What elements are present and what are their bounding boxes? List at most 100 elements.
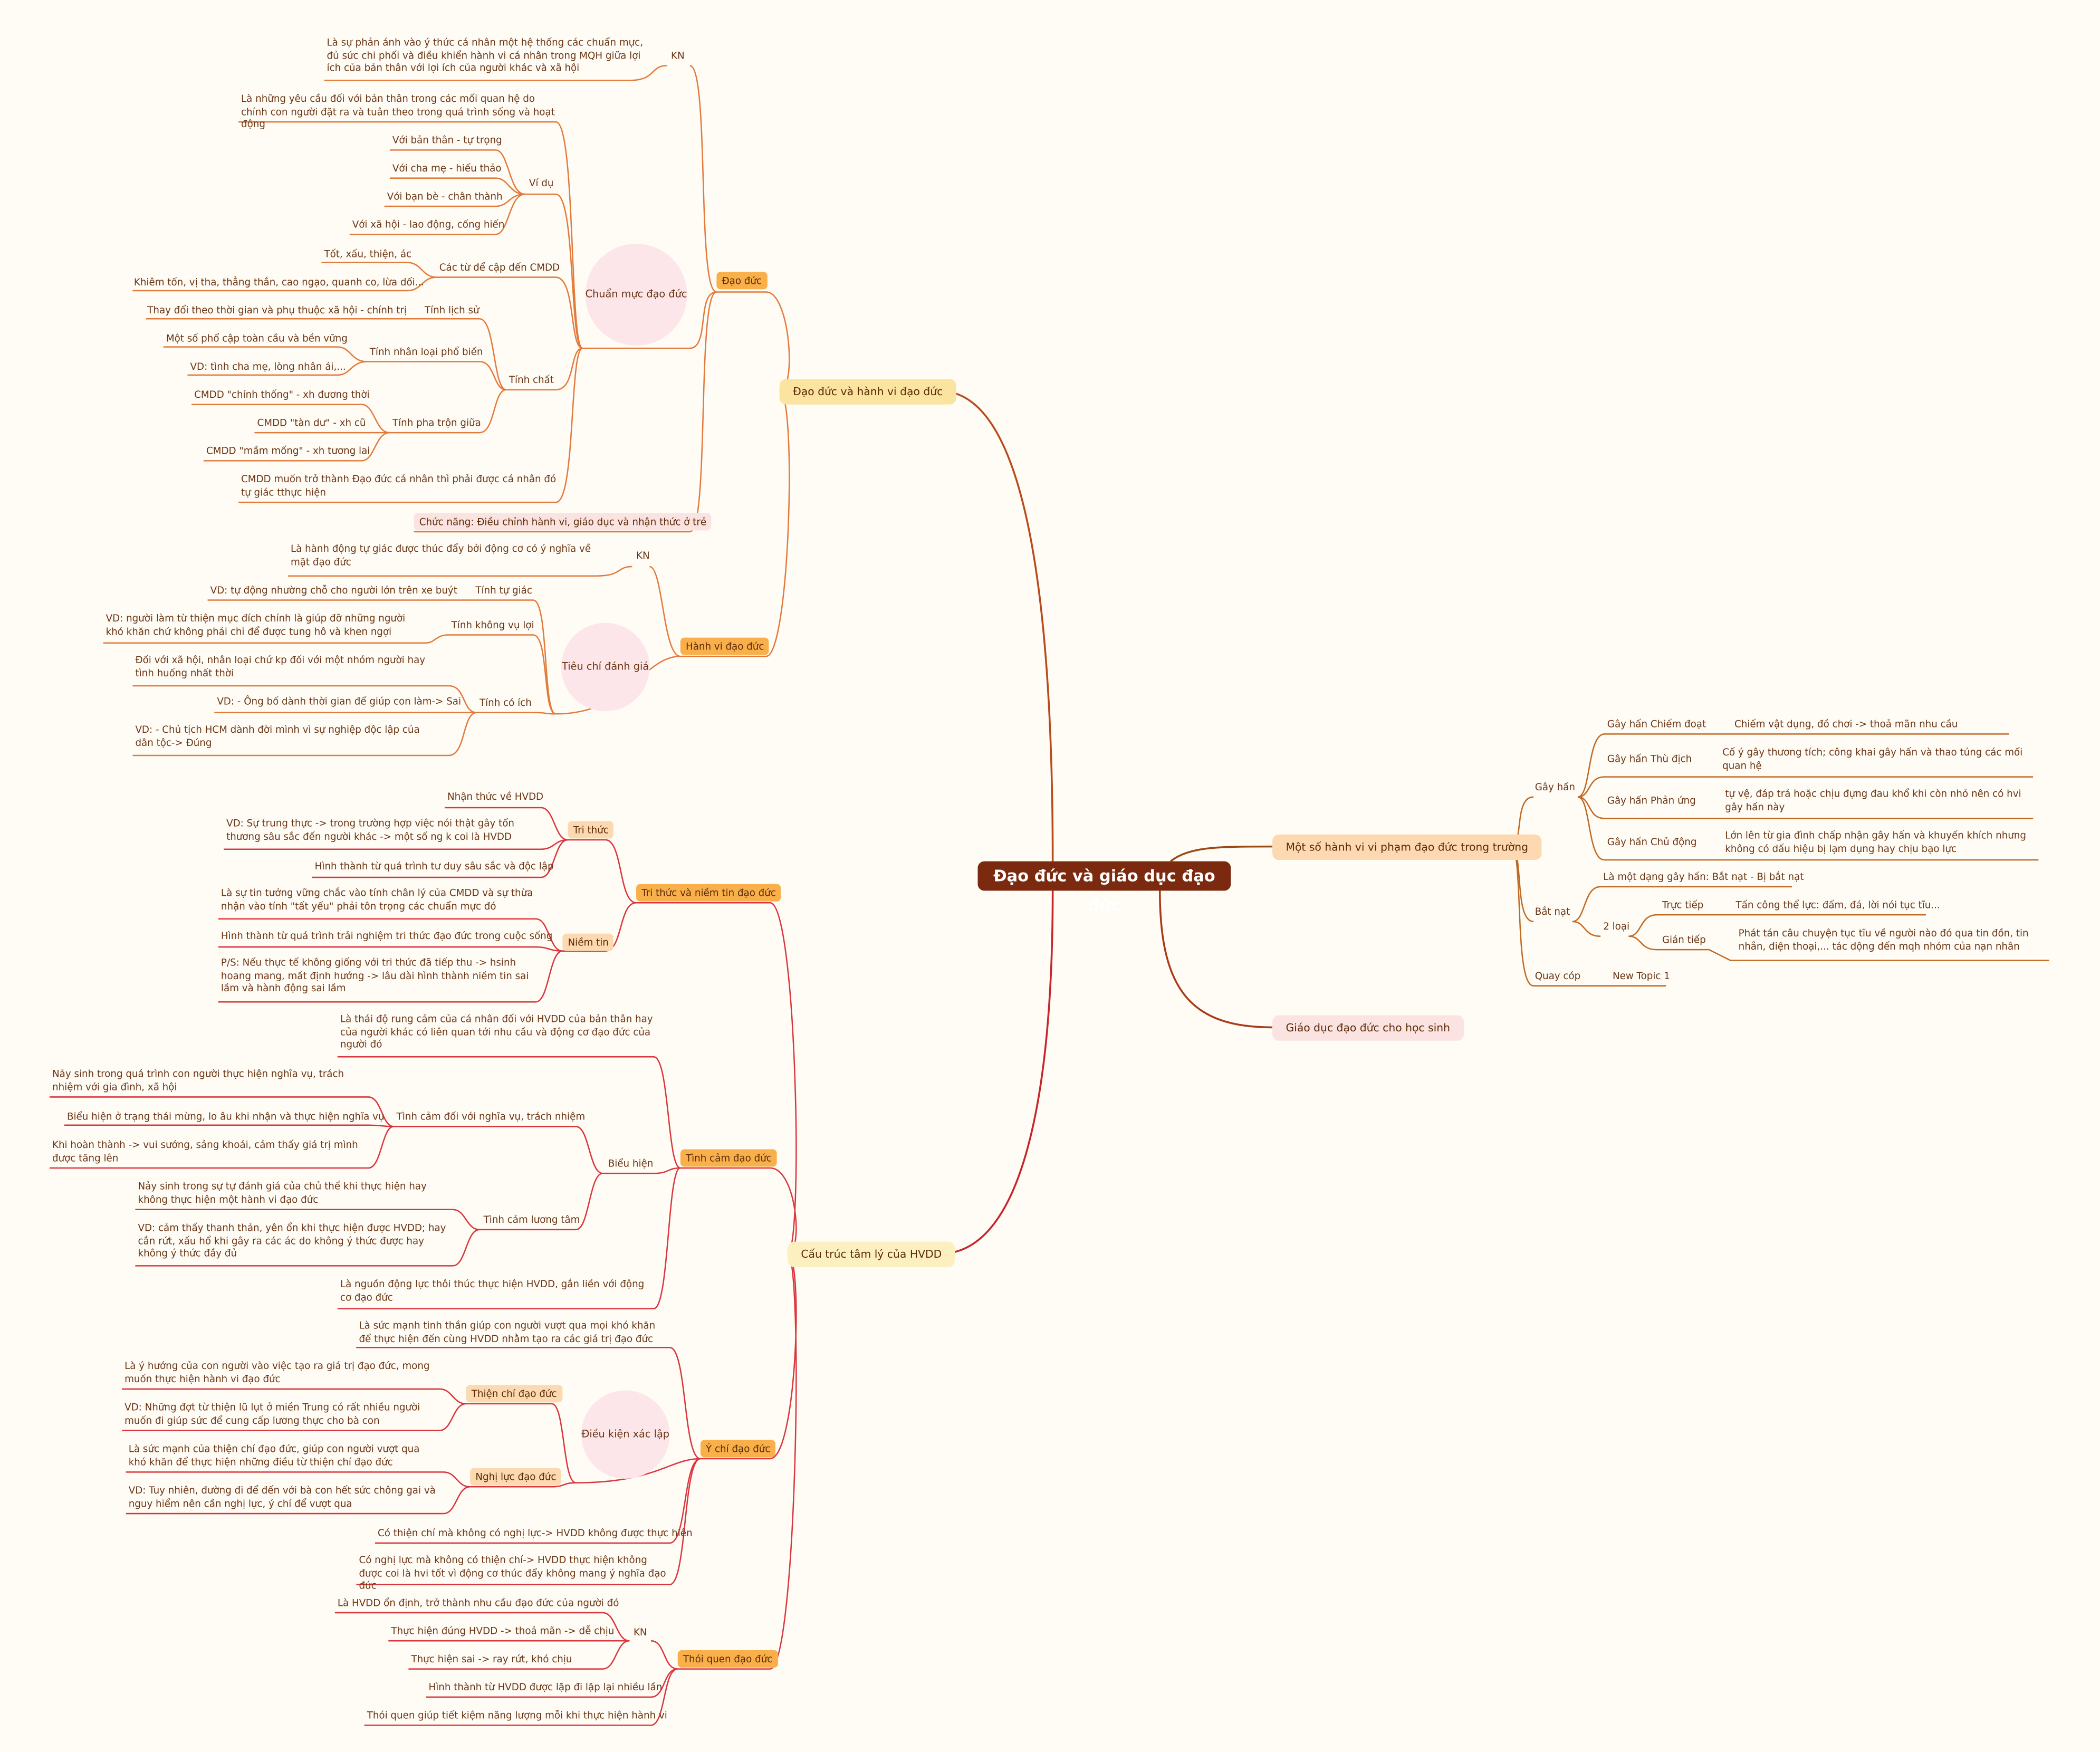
topic-hanh-vi-vi-pham[interactable]: Một số hành vi vi phạm đạo đức trong trư… [1272,834,1542,860]
subtopic-dao-duc[interactable]: Đạo đức [716,272,768,290]
cac-tu-item[interactable]: Khiêm tốn, vị tha, thẳng thắn, cao ngạo,… [133,276,425,288]
gay-han-type[interactable]: Gây hấn Phản ứng [1607,794,1696,807]
tri-thuc-item[interactable]: Hình thành từ quá trình tư duy sâu sắc v… [314,860,554,872]
chip-thien-chi[interactable]: Thiện chí đạo đức [466,1385,562,1403]
text-hinh-thanh[interactable]: Hình thành từ HVDD được lặp đi lặp lại n… [428,1681,663,1693]
gay-han-desc[interactable]: tự vệ, đáp trả hoặc chịu đựng đau khổ kh… [1725,787,2021,813]
topic-dao-duc-va-hanh-vi[interactable]: Đạo đức và hành vi đạo đức [779,379,956,405]
chip-niem-tin[interactable]: Niềm tin [562,933,615,951]
text-gian-tiep[interactable]: Phát tán câu chuyện tục tĩu về người nào… [1738,926,2029,952]
text-kn-dao-duc[interactable]: Là sự phản ánh vào ý thức cá nhân một hệ… [327,36,644,74]
label-luong-tam[interactable]: Tình cảm lương tâm [483,1213,580,1226]
pha-tron-item[interactable]: CMDD "chính thống" - xh đương thời [194,388,370,401]
nghia-vu-item[interactable]: Biểu hiện ở trạng thái mừng, lo âu khi n… [66,1110,385,1123]
vi-du-item[interactable]: Với xã hội - lao động, cống hiến [352,218,505,231]
text-tinh-cam-def[interactable]: Là thái độ rung cảm của cá nhân đối với … [340,1012,653,1051]
thien-chi-item[interactable]: Là ý hướng của con người vào việc tạo ra… [124,1360,430,1385]
label-tinh-co-ich[interactable]: Tính có ích [479,696,532,709]
label-kn[interactable]: KN [633,1626,647,1639]
link-central-dd [940,390,1054,861]
kn-item[interactable]: Thực hiện đúng HVDD -> thoả mãn -> dễ ch… [391,1624,615,1637]
label-gay-han[interactable]: Gây hấn [1535,781,1575,793]
niem-tin-item[interactable]: P/S: Nếu thực tế không giống với tri thứ… [220,956,529,994]
nghia-vu-item[interactable]: Khi hoàn thành -> vui sướng, sảng khoái,… [52,1138,358,1164]
subtopic-tri-thuc-niem-tin[interactable]: Tri thức và niềm tin đạo đức [636,884,782,902]
label-tinh-lich-su[interactable]: Tính lịch sử [424,304,480,317]
gay-han-type[interactable]: Gây hấn Thù địch [1607,752,1692,765]
cac-tu-item[interactable]: Tốt, xấu, thiện, ác [324,247,412,260]
new-topic[interactable]: New Topic 1 [1612,970,1670,982]
label-kn[interactable]: KN [636,549,650,561]
text-tiet-kiem[interactable]: Thói quen giúp tiết kiệm năng lượng mỗi … [367,1709,667,1721]
luong-tam-item[interactable]: VD: cảm thấy thanh thản, yên ổn khi thực… [138,1221,446,1260]
subtopic-hanh-vi-dao-duc[interactable]: Hành vi đạo đức [680,637,770,655]
kn-item[interactable]: Là HVDD ổn định, trở thành nhu cầu đạo đ… [337,1596,619,1609]
nhan-loai-item[interactable]: Một số phổ cập toàn cầu và bền vững [166,332,348,344]
niem-tin-item[interactable]: Hình thành từ quá trình trải nghiệm tri … [220,930,553,942]
label-tinh-pha-tron[interactable]: Tính pha trộn giữa [392,416,481,429]
text-nguon-dong-luc[interactable]: Là nguồn động lực thôi thúc thực hiện HV… [340,1278,645,1303]
co-ich-item[interactable]: VD: - Chủ tịch HCM dành đời mình vì sự n… [135,723,420,749]
label-tinh-khong-vu-loi[interactable]: Tính không vụ lợi [451,619,534,631]
label-truc-tiep[interactable]: Trực tiếp [1662,898,1704,911]
text-tinh-tu-giac[interactable]: VD: tự động nhường chỗ cho người lớn trê… [210,584,457,596]
gay-han-desc[interactable]: Chiếm vật dụng, đồ chơi -> thoả mãn nhu … [1734,717,1958,730]
label-bieu-hien[interactable]: Biểu hiện [608,1157,654,1170]
text-co-thien-chi[interactable]: Có thiện chí mà không có nghị lực-> HVDD… [377,1527,693,1539]
label-kn[interactable]: KN [671,49,685,62]
thien-chi-item[interactable]: VD: Những đợt từ thiện lũ lụt ở miền Tru… [124,1401,420,1427]
label-quay-cop[interactable]: Quay cóp [1535,970,1581,982]
subtopic-thoi-quen-dao-duc[interactable]: Thói quen đạo đức [677,1650,778,1668]
gay-han-type[interactable]: Gây hấn Chiếm đoạt [1607,717,1706,730]
subtopic-tinh-cam-dao-duc[interactable]: Tình cảm đạo đức [680,1149,778,1167]
circle-chuan-muc-dao-duc[interactable]: Chuẩn mực đạo đức [585,244,687,346]
co-ich-item[interactable]: VD: - Ông bố dành thời gian để giúp con … [217,695,462,707]
gay-han-type[interactable]: Gây hấn Chủ động [1607,836,1697,848]
nghi-luc-item[interactable]: VD: Tuy nhiên, đường đi để đến với bà co… [128,1484,436,1509]
tri-thuc-item[interactable]: Nhận thức về HVDD [447,790,544,802]
tri-thuc-item[interactable]: VD: Sự trung thực -> trong trường hợp vi… [226,817,515,842]
kn-item[interactable]: Thực hiện sai -> ray rứt, khó chịu [411,1653,572,1665]
chip-tri-thuc[interactable]: Tri thức [568,821,615,839]
label-2-loai[interactable]: 2 loại [1603,920,1630,933]
vi-du-item[interactable]: Với bản thân - tự trọng [392,133,502,146]
text-tinh-khong-vu-loi[interactable]: VD: người làm từ thiện mục đích chính là… [106,612,406,637]
label-tinh-tu-giac[interactable]: Tính tự giác [475,584,532,596]
gay-han-desc[interactable]: Cố ý gây thương tích; công khai gây hấn … [1722,746,2023,771]
text-bat-nat-def[interactable]: Là một dạng gây hấn: Bắt nạt - Bị bắt nạ… [1603,870,1804,883]
label-bat-nat[interactable]: Bắt nạt [1535,905,1570,918]
text-tinh-lich-su[interactable]: Thay đổi theo thời gian và phụ thuộc xã … [147,304,407,317]
pha-tron-item[interactable]: CMDD "tàn dư" - xh cũ [257,416,366,429]
label-tinh-chat[interactable]: Tính chất [509,374,554,386]
text-cmdd-muon[interactable]: CMDD muốn trở thành Đạo đức cá nhân thì … [241,473,557,498]
text-chuan-muc-def[interactable]: Là những yêu cầu đối với bản thân trong … [241,92,555,130]
circle-dieu-kien-xac-lap[interactable]: Điều kiện xác lập [581,1390,670,1479]
text-co-nghi-luc[interactable]: Có nghị lực mà không có thiện chí-> HVDD… [359,1554,666,1592]
text-y-chi-def[interactable]: Là sức mạnh tinh thần giúp con người vượ… [359,1319,656,1345]
pha-tron-item[interactable]: CMDD "mầm mống" - xh tương lai [206,444,370,457]
text-truc-tiep[interactable]: Tấn công thể lực: đấm, đá, lời nói tục t… [1735,898,1940,911]
chip-chuc-nang[interactable]: Chức năng: Điều chỉnh hành vi, giáo dục … [414,513,712,531]
circle-tieu-chi-danh-gia[interactable]: Tiêu chí đánh giá [561,623,650,712]
vi-du-item[interactable]: Với bạn bè - chân thành [387,190,503,203]
text-kn-hanh-vi[interactable]: Là hành động tự giác được thúc đẩy bởi đ… [290,542,591,568]
subtopic-y-chi-dao-duc[interactable]: Ý chí đạo đức [700,1440,776,1458]
topic-cau-truc-tam-ly[interactable]: Cấu trúc tâm lý của HVDD [787,1241,955,1267]
nhan-loai-item[interactable]: VD: tình cha mẹ, lòng nhân ái,... [190,360,346,372]
central-topic[interactable]: Đạo đức và giáo dục đạo đức [977,861,1231,915]
gay-han-desc[interactable]: Lớn lên từ gia đình chấp nhận gây hấn và… [1725,829,2027,854]
luong-tam-item[interactable]: Nảy sinh trong sự tự đánh giá của chủ th… [138,1180,427,1205]
label-vi-du[interactable]: Ví dụ [529,177,554,189]
nghi-luc-item[interactable]: Là sức mạnh của thiện chí đạo đức, giúp … [128,1442,420,1468]
label-nghia-vu[interactable]: Tình cảm đối với nghĩa vụ, trách nhiệm [396,1110,586,1123]
topic-giao-duc-dao-duc[interactable]: Giáo dục đạo đức cho học sinh [1272,1015,1464,1041]
co-ich-item[interactable]: Đối với xã hội, nhân loại chứ kp đối với… [135,654,426,679]
niem-tin-item[interactable]: Là sự tin tưởng vững chắc vào tính chân … [220,886,533,912]
label-gian-tiep[interactable]: Gián tiếp [1662,933,1706,946]
label-tinh-nhan-loai[interactable]: Tính nhân loại phổ biến [369,346,483,358]
vi-du-item[interactable]: Với cha mẹ - hiếu thảo [392,162,502,175]
chip-nghi-luc[interactable]: Nghị lực đạo đức [470,1468,562,1486]
label-cac-tu[interactable]: Các từ để cập đến CMDD [439,261,560,273]
nghia-vu-item[interactable]: Nảy sinh trong quá trình con người thực … [52,1067,344,1093]
